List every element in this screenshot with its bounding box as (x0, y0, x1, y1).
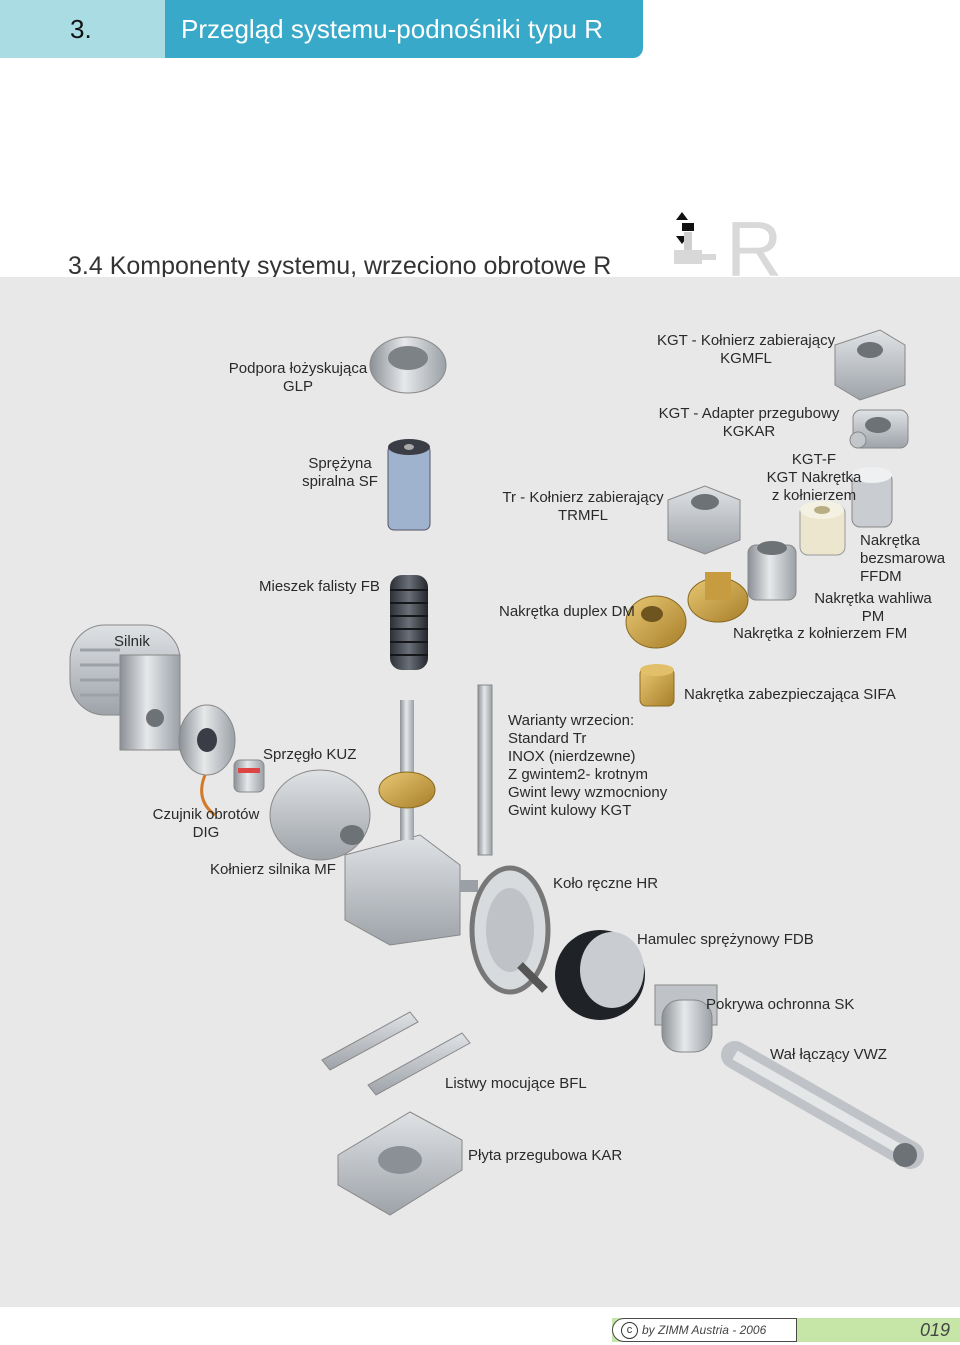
adapter-kgkar (849, 409, 909, 449)
connecting-shaft-vwz (721, 1041, 924, 1169)
flange-nut-fm (687, 572, 749, 623)
footer-credit: c by ZIMM Austria - 2006 (612, 1318, 797, 1342)
nut-ffdm (799, 501, 846, 556)
label-trmfl-line1: Tr - Kołnierz zabierający (502, 489, 664, 506)
label-variants-line3: INOX (nierdzewne) (508, 748, 636, 765)
safety-nut-sifa (639, 664, 675, 707)
label-sifa: Nakrętka zabezpieczająca SIFA (684, 686, 896, 703)
label-variants-line5: Gwint lewy wzmocniony (508, 784, 668, 801)
label-trmfl: Tr - Kołnierz zabierający TRMFL (498, 489, 668, 525)
label-trmfl-line2: TRMFL (558, 507, 608, 524)
label-variants-line6: Gwint kulowy KGT (508, 802, 632, 819)
label-kar: Płyta przegubowa KAR (468, 1147, 623, 1164)
label-sf-line1: Sprężyna (308, 455, 372, 472)
joint-plate-kar (337, 1111, 463, 1216)
label-variants-line1: Warianty wrzecion: (508, 712, 635, 729)
label-fdb: Hamulec sprężynowy FDB (637, 931, 814, 948)
protective-cover-sk (654, 984, 718, 1053)
chapter-number: 3. (0, 0, 165, 58)
label-fm: Nakrętka z kołnierzem FM (733, 625, 908, 642)
label-dm: Nakrętka duplex DM (499, 603, 635, 620)
label-fb: Mieszek falisty FB (259, 578, 380, 595)
label-ffdm-line1: Nakrętka (860, 532, 921, 549)
label-kgt-f-line2: KGT Nakrętka (766, 469, 862, 486)
label-vwz: Wał łączący VWZ (770, 1046, 887, 1063)
label-pm-line1: Nakrętka wahliwa (814, 590, 932, 607)
label-kgkar-line2: KGKAR (722, 423, 776, 440)
label-motor: Silnik (114, 633, 150, 650)
label-glp-line1: Podpora łożyskująca (228, 360, 368, 377)
mounting-rails-bfl (321, 1011, 471, 1096)
screw-jack-gearbox (344, 700, 478, 946)
label-dig-line2: DIG (192, 824, 220, 841)
label-kgkar: KGT - Adapter przegubowy KGKAR (656, 405, 842, 441)
flange-kgmfl (834, 329, 906, 401)
bearing-support-glp (369, 336, 447, 394)
label-pm-line2: PM (861, 608, 885, 625)
spring-brake-fdb (555, 930, 645, 1020)
label-mf: Kołnierz silnika MF (210, 861, 336, 878)
label-kgt-f-line3: z kołnierzem (771, 487, 857, 504)
label-sk: Pokrywa ochronna SK (706, 996, 855, 1013)
nut-pm (747, 541, 797, 601)
duplex-nut-dm (625, 595, 687, 649)
label-hr: Koło ręczne HR (553, 875, 659, 892)
flange-trmfl (667, 485, 741, 555)
label-ffdm-line2: bezsmarowa (860, 550, 946, 567)
bellows-fb (390, 575, 428, 670)
hand-wheel-hr (469, 865, 551, 995)
footer-credit-text: by ZIMM Austria - 2006 (642, 1323, 767, 1337)
flange-nut-kgt-f (851, 467, 893, 528)
label-kgt-f-line1: KGT-F (791, 451, 837, 468)
rotation-sensor-dig (178, 704, 236, 817)
section-title: 3.4 Komponenty systemu, wrzeciono obroto… (68, 252, 612, 280)
label-variants-line2: Standard Tr (508, 730, 587, 747)
label-dig-line1: Czujnik obrotów (152, 806, 260, 823)
label-dig: Czujnik obrotów DIG (150, 806, 262, 842)
page-title: Przegląd systemu-podnośniki typu R (165, 0, 643, 58)
label-ffdm-line3: FFDM (860, 568, 902, 585)
jack-icon (674, 212, 716, 264)
label-pm: Nakrętka wahliwa PM (808, 590, 938, 626)
label-kgmfl-line2: KGMFL (720, 350, 772, 367)
page-number: 019 (919, 1320, 950, 1340)
spindle-variants (477, 684, 493, 856)
copyright-icon: c (621, 1321, 638, 1339)
label-glp: Podpora łożyskująca GLP (228, 360, 368, 396)
label-spindle-variants: Warianty wrzecion: Standard Tr INOX (nie… (508, 712, 667, 820)
motor (69, 624, 181, 751)
label-variants-line4: Z gwintem2- krotnym (508, 766, 649, 783)
label-ffdm: Nakrętka bezsmarowa FFDM (860, 532, 945, 586)
spiral-spring-sf (387, 439, 431, 531)
coupling-kuz (233, 759, 265, 793)
label-kgmfl: KGT - Kołnierz zabierający KGMFL (656, 332, 836, 368)
label-bfl: Listwy mocujące BFL (445, 1075, 587, 1092)
label-glp-line2: GLP (282, 378, 313, 395)
label-kgt-f: KGT-F KGT Nakrętka z kołnierzem (762, 451, 866, 505)
label-kgmfl-line1: KGT - Kołnierz zabierający (656, 332, 836, 349)
label-sf-line2: spiralna SF (302, 473, 378, 490)
label-kuz: Sprzęgło KUZ (263, 746, 357, 763)
label-kgkar-line1: KGT - Adapter przegubowy (658, 405, 840, 422)
label-sf: Sprężyna spiralna SF (292, 455, 388, 491)
motor-flange-mf (269, 769, 371, 861)
